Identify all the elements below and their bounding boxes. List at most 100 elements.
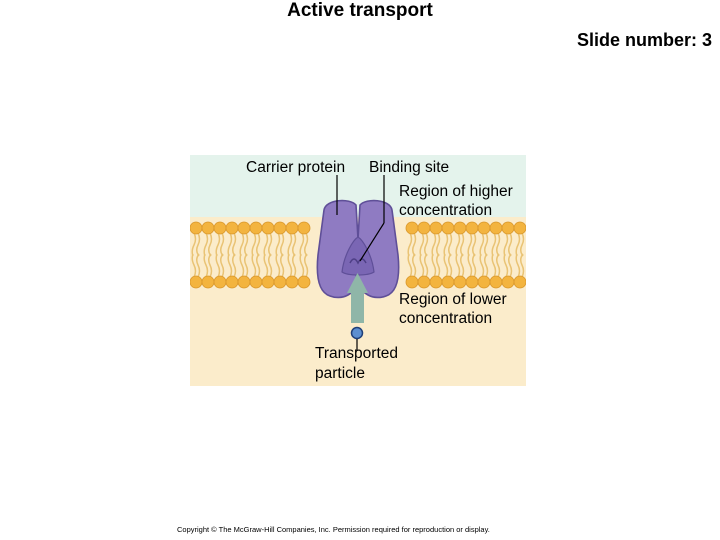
lipid-head [213, 275, 227, 289]
lipid-tail [443, 253, 449, 278]
lipid-tail [467, 253, 473, 278]
lipid-head [190, 275, 203, 289]
lipid-tail [519, 232, 525, 257]
lipid-tail [239, 232, 245, 257]
lipid-head [273, 275, 287, 289]
phospholipid-bilayer [190, 221, 526, 289]
lipid-tail [431, 232, 437, 257]
label-binding-site: Binding site [369, 159, 450, 176]
lipid-tail [455, 232, 461, 257]
copyright-notice: Copyright © The McGraw-Hill Companies, I… [177, 525, 490, 534]
binding-site-notch [349, 258, 367, 265]
lipid-tail [467, 232, 473, 257]
lipid-head [249, 275, 263, 289]
lipid-tail [227, 253, 233, 278]
lipid-tail [407, 253, 413, 278]
lipid-head [453, 275, 467, 289]
lipid-tail [435, 232, 441, 257]
lipid-tail [515, 253, 521, 278]
lipid-head [201, 275, 215, 289]
lipid-tail [431, 253, 437, 278]
lipid-tail [195, 232, 201, 257]
lipid-tail [495, 232, 501, 257]
lipid-tail [519, 253, 525, 278]
lipid-head [477, 275, 491, 289]
lipid-head [213, 221, 227, 235]
lipid-head [429, 221, 443, 235]
lipid-head [237, 275, 251, 289]
lipid-head [453, 221, 467, 235]
lipid-head [225, 221, 239, 235]
lipid-tail [219, 253, 225, 278]
lipid-tail [263, 253, 269, 278]
lipid-tail [471, 253, 477, 278]
lipid-tail [303, 232, 309, 257]
lipid-head [429, 275, 443, 289]
label-higher-region-line2: concentration [399, 202, 493, 219]
lipid-tail [239, 253, 245, 278]
lipid-head [225, 275, 239, 289]
lipid-tail [279, 253, 285, 278]
lipid-head [489, 221, 503, 235]
lipid-tail [455, 253, 461, 278]
transport-arrow [347, 273, 368, 323]
lipid-tail [191, 253, 197, 278]
lipid-tail [303, 253, 309, 278]
lipid-tail [483, 232, 489, 257]
lipid-tail [491, 253, 497, 278]
lipid-tail [447, 232, 453, 257]
lipid-tail [407, 232, 413, 257]
slide-number: Slide number: 3 [576, 30, 712, 50]
lipid-head [489, 275, 503, 289]
lipid-head [237, 221, 251, 235]
lipid-tail [503, 232, 509, 257]
lipid-tail [251, 232, 257, 257]
lipid-tail [423, 253, 429, 278]
lipid-tail [267, 232, 273, 257]
lipid-tail [279, 232, 285, 257]
lipid-tail [251, 253, 257, 278]
lipid-head [297, 275, 311, 289]
lipid-head [285, 221, 299, 235]
lipid-head [190, 221, 203, 235]
lipid-tail [231, 232, 237, 257]
lipid-tail [515, 232, 521, 257]
lipid-tail [479, 253, 485, 278]
lipid-tail [243, 253, 249, 278]
lipid-tail [435, 253, 441, 278]
lipid-tail [299, 253, 305, 278]
label-lower-region-line1: Region of lower [399, 291, 507, 308]
lipid-head [285, 275, 299, 289]
lipid-head [261, 275, 275, 289]
lipid-tail [243, 232, 249, 257]
slide-title: Active transport [287, 0, 433, 21]
lipid-tail [231, 253, 237, 278]
lipid-head [297, 221, 311, 235]
lipid-tail [411, 253, 417, 278]
arrow-head [347, 273, 368, 293]
lipid-tail [299, 232, 305, 257]
lipid-tail [471, 232, 477, 257]
lipid-head [465, 275, 479, 289]
lipid-head [513, 221, 526, 235]
lipid-tail [191, 232, 197, 257]
label-lower-region-line2: concentration [399, 310, 493, 327]
lipid-tail [207, 253, 213, 278]
lipid-tail [263, 232, 269, 257]
binding-site-leader-diagonal [359, 222, 385, 262]
leader-lines [336, 175, 385, 351]
membrane-illustration [190, 155, 526, 386]
label-carrier-protein: Carrier protein [246, 159, 346, 176]
lipid-tail [419, 253, 425, 278]
lipid-head [441, 275, 455, 289]
lipid-head [261, 221, 275, 235]
lipid-tail [203, 232, 209, 257]
lipid-tail [419, 232, 425, 257]
lipid-head [249, 221, 263, 235]
label-higher-region-line1: Region of higher [399, 183, 513, 200]
lipid-tail [227, 232, 233, 257]
lipid-tail [203, 253, 209, 278]
label-transported-line1: Transported [315, 345, 398, 362]
membrane-diagram: Carrier protein Binding site Region of h… [190, 155, 526, 386]
lipid-tail [507, 232, 513, 257]
